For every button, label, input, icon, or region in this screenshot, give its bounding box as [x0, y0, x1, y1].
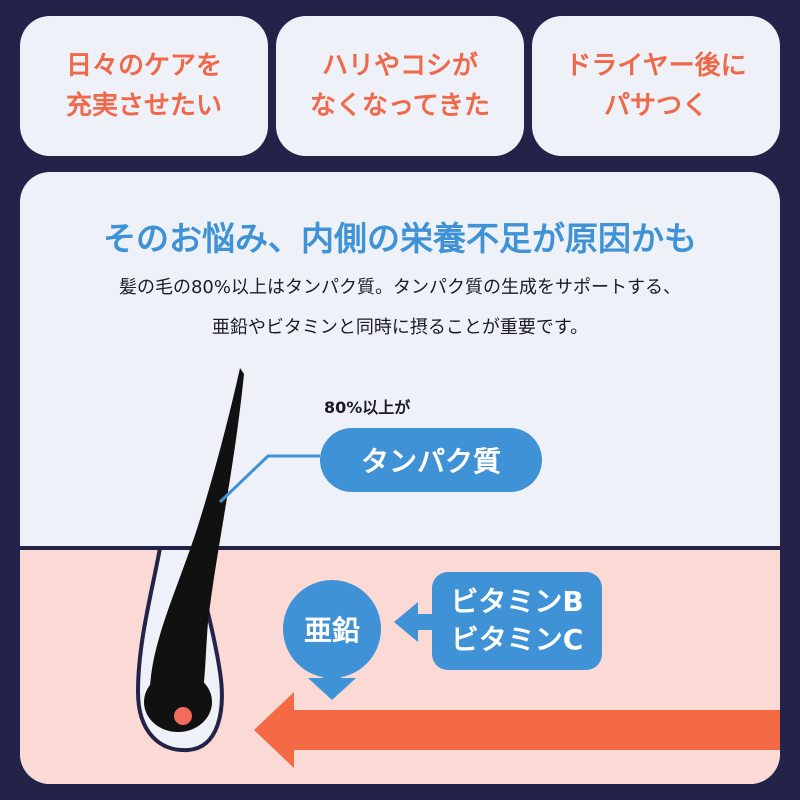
zinc-label: 亜鉛	[303, 614, 360, 647]
headline: そのお悩み、内側の栄養不足が原因かも	[103, 219, 697, 258]
nutrient-arrow-head	[254, 692, 294, 768]
protein-caption: 80%以上が	[324, 398, 411, 417]
concern-card-daily-care: 日々のケアを 充実させたい	[20, 16, 268, 156]
info-panel: そのお悩み、内側の栄養不足が原因かも 髪の毛の80%以上はタンパク質。タンパク質…	[20, 172, 780, 784]
concern-card-elasticity: ハリやコシが なくなってきた	[276, 16, 524, 156]
description: 髪の毛の80%以上はタンパク質。タンパク質の生成をサポートする、 亜鉛やビタミン…	[20, 268, 780, 348]
arrow-left-icon	[394, 602, 418, 642]
vitamin-b-label: ビタミンB	[450, 585, 584, 618]
concern-card-dryness: ドライヤー後に パサつく	[532, 16, 780, 156]
concern-text: ドライヤー後に パサつく	[565, 51, 747, 121]
hair-diagram	[20, 368, 780, 784]
nutrient-arrow-body	[290, 710, 780, 750]
arrow-down-icon	[308, 678, 356, 700]
papilla-dot	[174, 707, 192, 725]
hair-bulb	[144, 672, 212, 732]
protein-pill: タンパク質	[320, 428, 542, 492]
concern-text: 日々のケアを 充実させたい	[65, 51, 222, 121]
zinc-circle: 亜鉛	[283, 580, 381, 678]
description-line: 髪の毛の80%以上はタンパク質。タンパク質の生成をサポートする、	[118, 277, 681, 298]
vitamin-c-label: ビタミンC	[450, 623, 584, 656]
connector-line	[218, 454, 320, 504]
arrow-left-icon-stem	[414, 614, 436, 630]
description-line: 亜鉛やビタミンと同時に摂ることが重要です。	[211, 317, 589, 338]
hair-follicle-icon	[149, 368, 244, 728]
protein-label: タンパク質	[360, 445, 501, 478]
vitamin-box: ビタミンB ビタミンC	[432, 572, 602, 670]
concern-text: ハリやコシが なくなってきた	[310, 51, 490, 121]
